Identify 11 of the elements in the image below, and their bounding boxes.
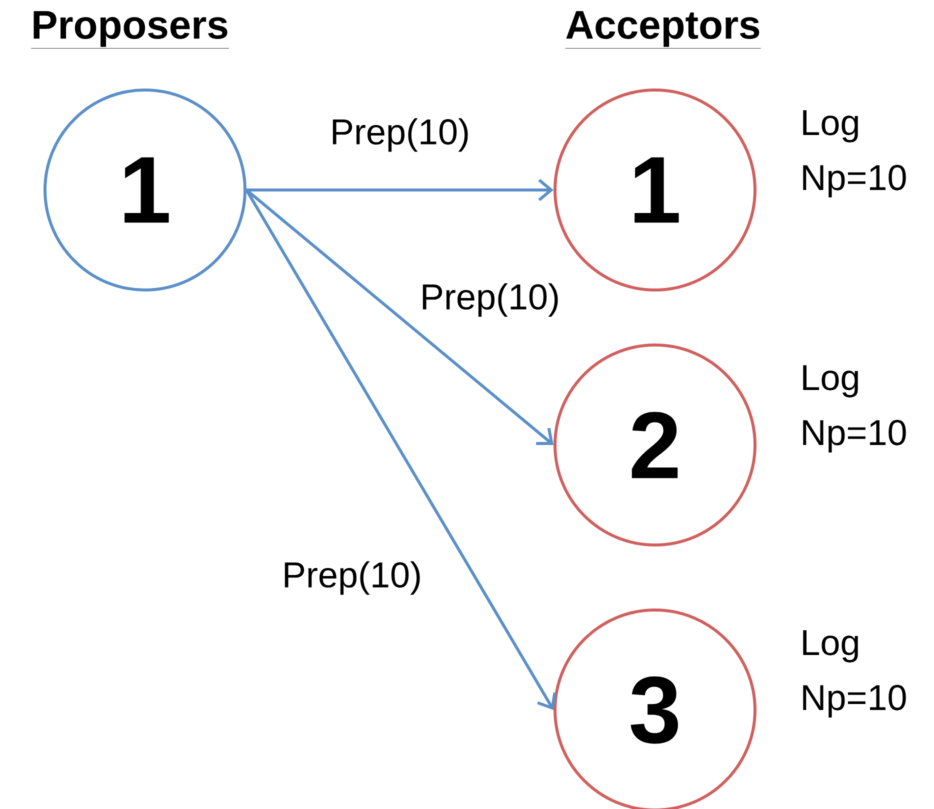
node-note: Log Np=10 xyxy=(803,365,906,452)
column-heading: Acceptors xyxy=(565,11,762,49)
arrow xyxy=(246,178,554,202)
column-heading: Proposers xyxy=(30,11,230,49)
circle-node: 1 xyxy=(44,88,246,292)
arrow xyxy=(245,189,556,710)
node-note: Log Np=10 xyxy=(803,630,906,718)
circle-node: 2 xyxy=(554,344,756,546)
edge-label: Prep(10) xyxy=(328,116,472,154)
edge-label: Prep(10) xyxy=(280,559,424,597)
node-note: Log Np=10 xyxy=(803,110,906,198)
